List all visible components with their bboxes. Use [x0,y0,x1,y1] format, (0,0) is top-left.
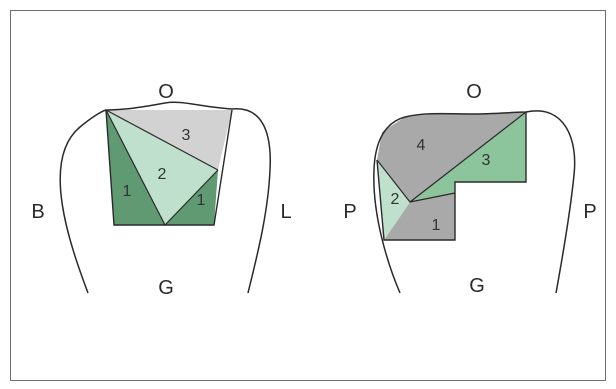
left-cavity-outline [105,109,233,226]
right-tooth: O P P G 1 2 3 4 [343,81,596,297]
left-layer-3-number: 3 [182,127,191,144]
left-layer-2-number: 2 [158,166,167,183]
left-layer-2 [106,110,218,225]
left-label-occlusal: O [158,81,174,103]
right-label-occlusal: O [466,81,482,103]
left-layer-1-left-number: 1 [123,183,132,200]
left-layer-1-right-number: 1 [197,192,206,209]
right-layer-2-number: 2 [391,191,400,208]
left-tooth-contour [59,101,271,294]
left-layer-lines [105,109,219,227]
diagram-border [10,10,606,381]
left-label-buccal: B [31,201,44,223]
left-label-lingual: L [280,201,291,223]
right-cavity-outline [376,112,527,241]
right-layer-4 [377,112,526,202]
left-layer-3 [106,110,232,170]
right-layer-1 [384,193,455,240]
right-tooth-contour [373,110,576,294]
right-label-gingival: G [469,275,485,297]
left-tooth: O B L G 1 1 2 3 [31,81,291,299]
right-label-right-proximal: P [583,201,596,223]
right-layer-4-number: 4 [417,137,426,154]
right-layer-lines [376,111,527,203]
right-layer-3-number: 3 [482,152,491,169]
right-label-left-proximal: P [343,201,356,223]
right-layer-1-number: 1 [432,217,441,234]
right-layer-2 [377,160,410,240]
left-label-gingival: G [158,277,174,299]
